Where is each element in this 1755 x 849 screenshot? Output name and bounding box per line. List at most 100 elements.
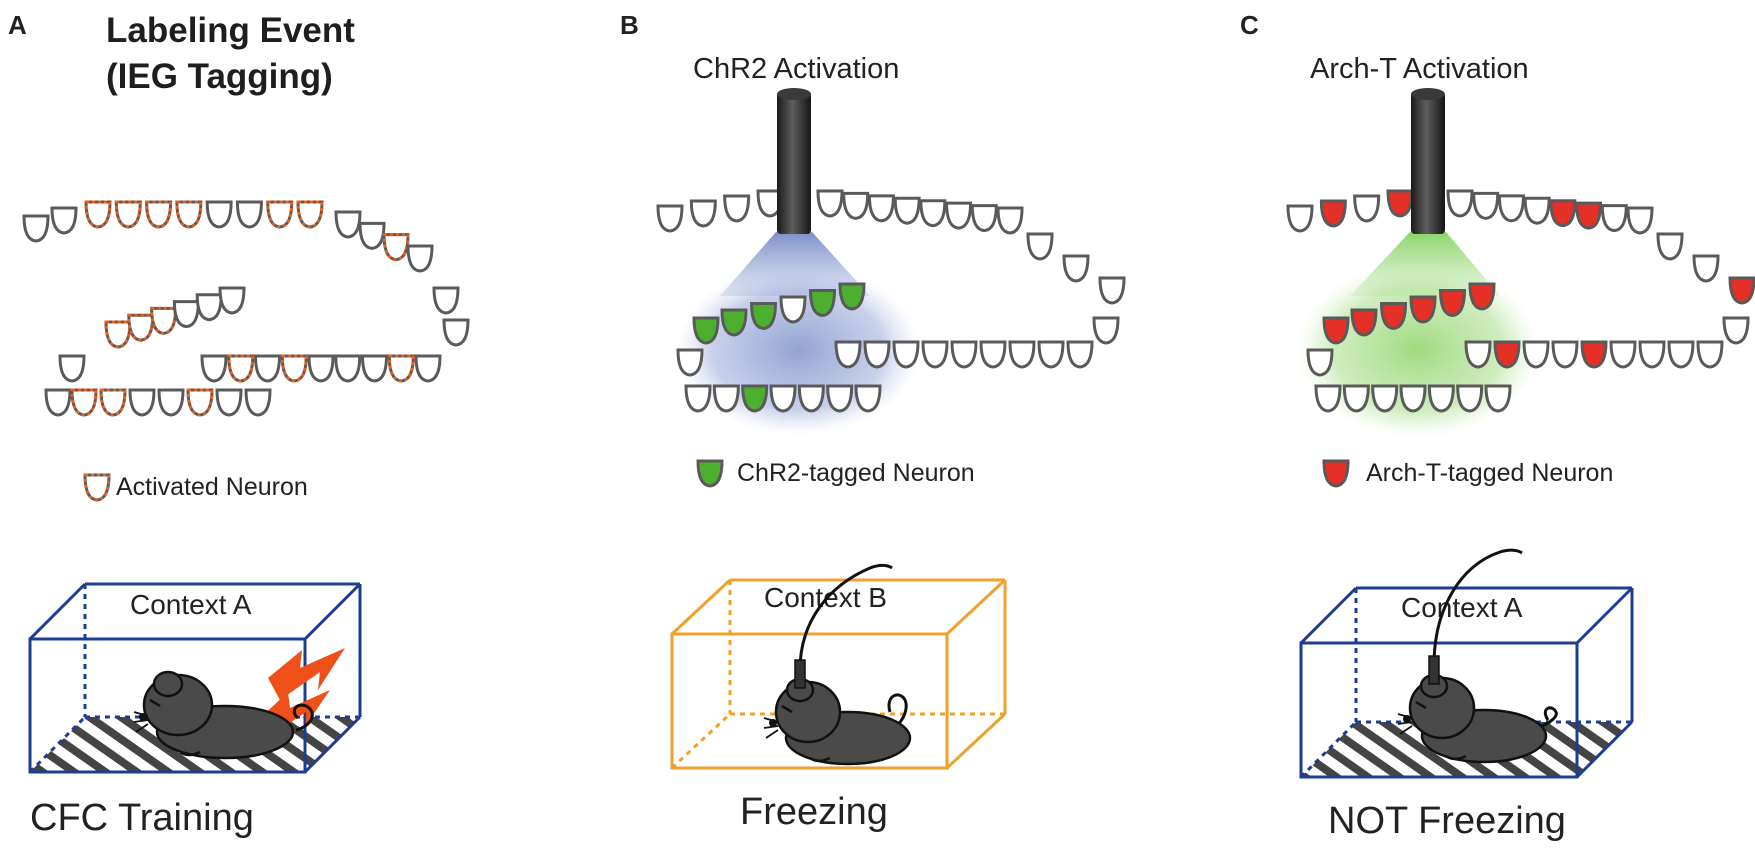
- neuron: [254, 354, 281, 383]
- archt-tagged-neuron: [1728, 276, 1755, 305]
- neuron: [414, 354, 442, 383]
- neuron: [854, 384, 882, 413]
- archt-tagged-neuron: [1493, 340, 1521, 369]
- panel-b-title: ChR2 Activation: [693, 53, 899, 85]
- archt-tagged-neuron: [1575, 201, 1603, 230]
- neuron: [1092, 316, 1120, 345]
- neuron: [921, 340, 949, 369]
- panel-a-title-line2: (IEG Tagging): [106, 57, 333, 96]
- neuron: [1026, 232, 1054, 261]
- neuron: [1456, 384, 1484, 413]
- chr2-tagged-neuron: [838, 282, 866, 311]
- archt-tagged-neuron: [1439, 289, 1466, 317]
- chr2-tagged-neuron: [750, 302, 777, 330]
- chr2-tagged-neuron: [741, 384, 769, 413]
- chr2-tagged-neuron: [720, 308, 748, 337]
- mouse-icon-panel-b: [763, 563, 912, 766]
- neuron: [797, 384, 825, 413]
- neuron: [1306, 348, 1334, 377]
- archt-tagged-neuron: [1580, 340, 1608, 369]
- archt-tagged-neuron: [1380, 302, 1407, 330]
- activated-neuron: [175, 200, 203, 229]
- neuron: [44, 388, 72, 417]
- neuron: [128, 388, 156, 417]
- neuron: [218, 286, 246, 315]
- panel-c-title: Arch-T Activation: [1310, 53, 1529, 85]
- activated-neuron: [84, 200, 112, 229]
- neuron: [307, 354, 335, 383]
- neuron: [1314, 384, 1342, 413]
- neuron: [1353, 194, 1381, 223]
- activated-neuron: [99, 388, 127, 417]
- neuron: [200, 354, 228, 383]
- archt-tagged-neuron: [1549, 199, 1577, 228]
- neuron: [205, 200, 233, 229]
- neuron: [215, 388, 243, 417]
- activated-neuron: [227, 354, 255, 383]
- neuron: [712, 384, 740, 413]
- panel-letter-c: C: [1240, 10, 1259, 40]
- neuron: [195, 293, 223, 322]
- neuron: [361, 354, 388, 383]
- panel-letter-a: A: [8, 10, 27, 40]
- neuron: [979, 340, 1007, 369]
- activated-neuron: [104, 320, 132, 349]
- chr2-neuron-legend-icon: [696, 459, 724, 488]
- neuron: [769, 384, 797, 413]
- neuron: [358, 221, 386, 250]
- optic-fiber-panel-b: [777, 92, 811, 234]
- archt-tagged-neuron: [1319, 199, 1347, 228]
- neuron: [1692, 254, 1720, 283]
- neuron: [1638, 340, 1666, 369]
- neuron: [996, 206, 1024, 235]
- neuron: [1427, 384, 1455, 413]
- neuron: [970, 204, 998, 233]
- archt-tagged-neuron: [1468, 282, 1496, 311]
- neuron: [1484, 384, 1512, 413]
- neuron: [1062, 254, 1090, 283]
- neuron: [1464, 340, 1492, 369]
- caption-panel-b: Freezing: [740, 791, 888, 833]
- neuron: [1446, 189, 1474, 218]
- neuron: [235, 200, 263, 229]
- activated-neuron: [382, 233, 410, 262]
- neuron: [1098, 276, 1126, 305]
- neuron: [1667, 340, 1695, 369]
- activated-neuron: [186, 388, 214, 417]
- archt-neuron-legend-label: Arch-T-tagged Neuron: [1366, 459, 1613, 487]
- neuron: [22, 214, 50, 243]
- context-b-box: [670, 578, 1007, 770]
- neuron: [172, 300, 200, 329]
- neuron: [689, 199, 717, 228]
- neuron: [442, 318, 470, 347]
- neuron: [893, 196, 921, 225]
- neuron: [334, 210, 362, 239]
- mouse-icon-panel-a: [133, 670, 314, 760]
- neuron: [863, 340, 891, 369]
- fiber-implant-b: [794, 659, 806, 689]
- neuron: [1551, 340, 1579, 369]
- neuron: [244, 388, 272, 417]
- neuron: [58, 354, 86, 383]
- activated-neuron: [296, 200, 324, 229]
- panel-b: B ChR2 Activation ChR2-tagged Neuron Con…: [620, 10, 1126, 833]
- panel-c: C Arch-T Activation Arch-T-tagged Neuron…: [1240, 10, 1755, 842]
- activated-neuron: [145, 200, 173, 229]
- archt-tagged-neuron: [1386, 189, 1414, 218]
- neuron: [1399, 384, 1427, 413]
- panel-letter-b: B: [620, 10, 639, 40]
- optic-fiber-panel-c: [1411, 92, 1445, 234]
- archt-tagged-neuron: [1350, 308, 1378, 337]
- fiber-implant-c: [1428, 655, 1440, 685]
- neuron: [1497, 194, 1525, 223]
- neuron: [834, 340, 862, 369]
- activated-neuron: [127, 313, 155, 342]
- chr2-tagged-neuron: [692, 316, 720, 345]
- neuron-chain-a: [22, 200, 470, 417]
- neuron: [1342, 384, 1370, 413]
- neuron: [1037, 340, 1065, 369]
- neuron: [826, 384, 854, 413]
- panel-a: A Labeling Event (IEG Tagging) Activated…: [8, 10, 470, 839]
- activated-neuron: [114, 200, 142, 229]
